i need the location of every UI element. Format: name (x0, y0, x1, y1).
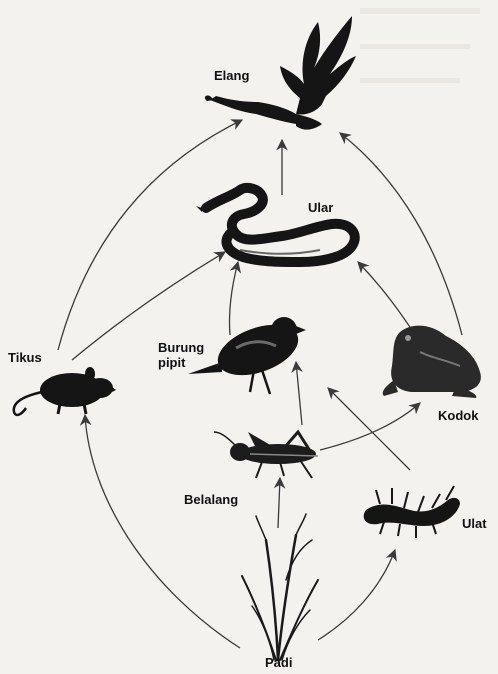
rice-plant-illustration (242, 514, 318, 660)
label-tikus: Tikus (8, 350, 42, 365)
label-padi: Padi (265, 655, 292, 670)
arrow-padi-to-ulat (318, 550, 395, 640)
label-belalang: Belalang (184, 492, 238, 507)
sparrow-illustration (188, 315, 306, 394)
rat-illustration (14, 367, 116, 415)
frog-illustration (383, 326, 481, 398)
label-ular: Ular (308, 200, 333, 215)
label-ulat: Ulat (462, 516, 487, 531)
arrow-padi-to-belalang (278, 478, 280, 528)
label-elang: Elang (214, 68, 249, 83)
label-kodok: Kodok (438, 408, 478, 423)
grasshopper-illustration (214, 432, 318, 478)
arrow-padi-to-tikus (85, 415, 240, 648)
arrow-ulat-to-burung-pipit (328, 388, 410, 470)
arrow-belalang-to-burung-pipit (296, 362, 302, 425)
arrow-burung-pipit-to-ular (229, 262, 238, 335)
caterpillar-illustration (364, 486, 460, 538)
arrow-belalang-to-kodok (320, 403, 420, 450)
arrow-tikus-to-elang (58, 120, 242, 350)
label-burung-pipit: Burung pipit (158, 340, 204, 370)
